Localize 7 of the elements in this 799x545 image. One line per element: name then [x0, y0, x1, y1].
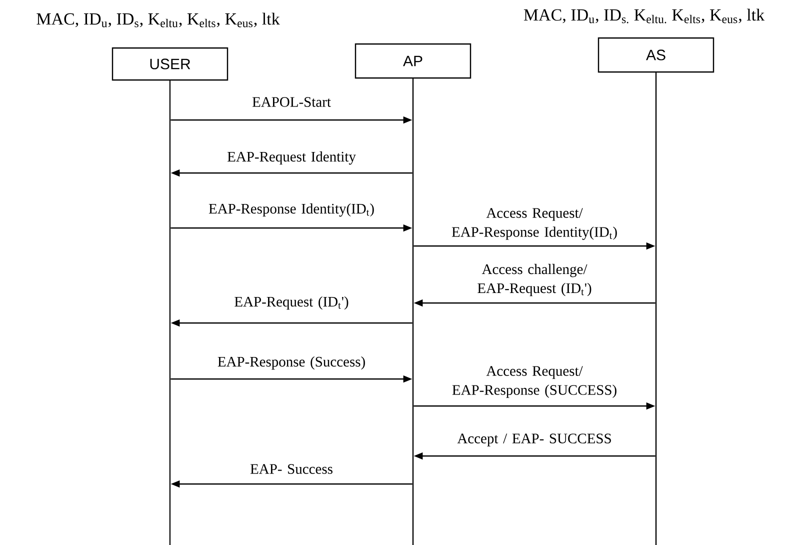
key-list: MAC, ID$_{u}$, ID$_{s}$, K$_{eltu}$, K$_{elts}$, K$_{eus}$, ltk: [36, 12, 280, 28]
message-label: EAP-Request (ID$_{t}$'): [234, 296, 348, 310]
message-label: Access challenge/ EAP-Request (ID$_{t}$'): [478, 264, 592, 296]
message-label: EAP-Request Identity: [228, 151, 356, 165]
key-list: MAC, ID$_{u}$, ID$_{s.}$ K$_{eltu.}$ K$_{elts}$, K$_{eus}$, ltk: [524, 8, 765, 24]
message-label: EAPOL-Start: [252, 97, 331, 107]
message-label: EAP- Success: [250, 464, 332, 474]
